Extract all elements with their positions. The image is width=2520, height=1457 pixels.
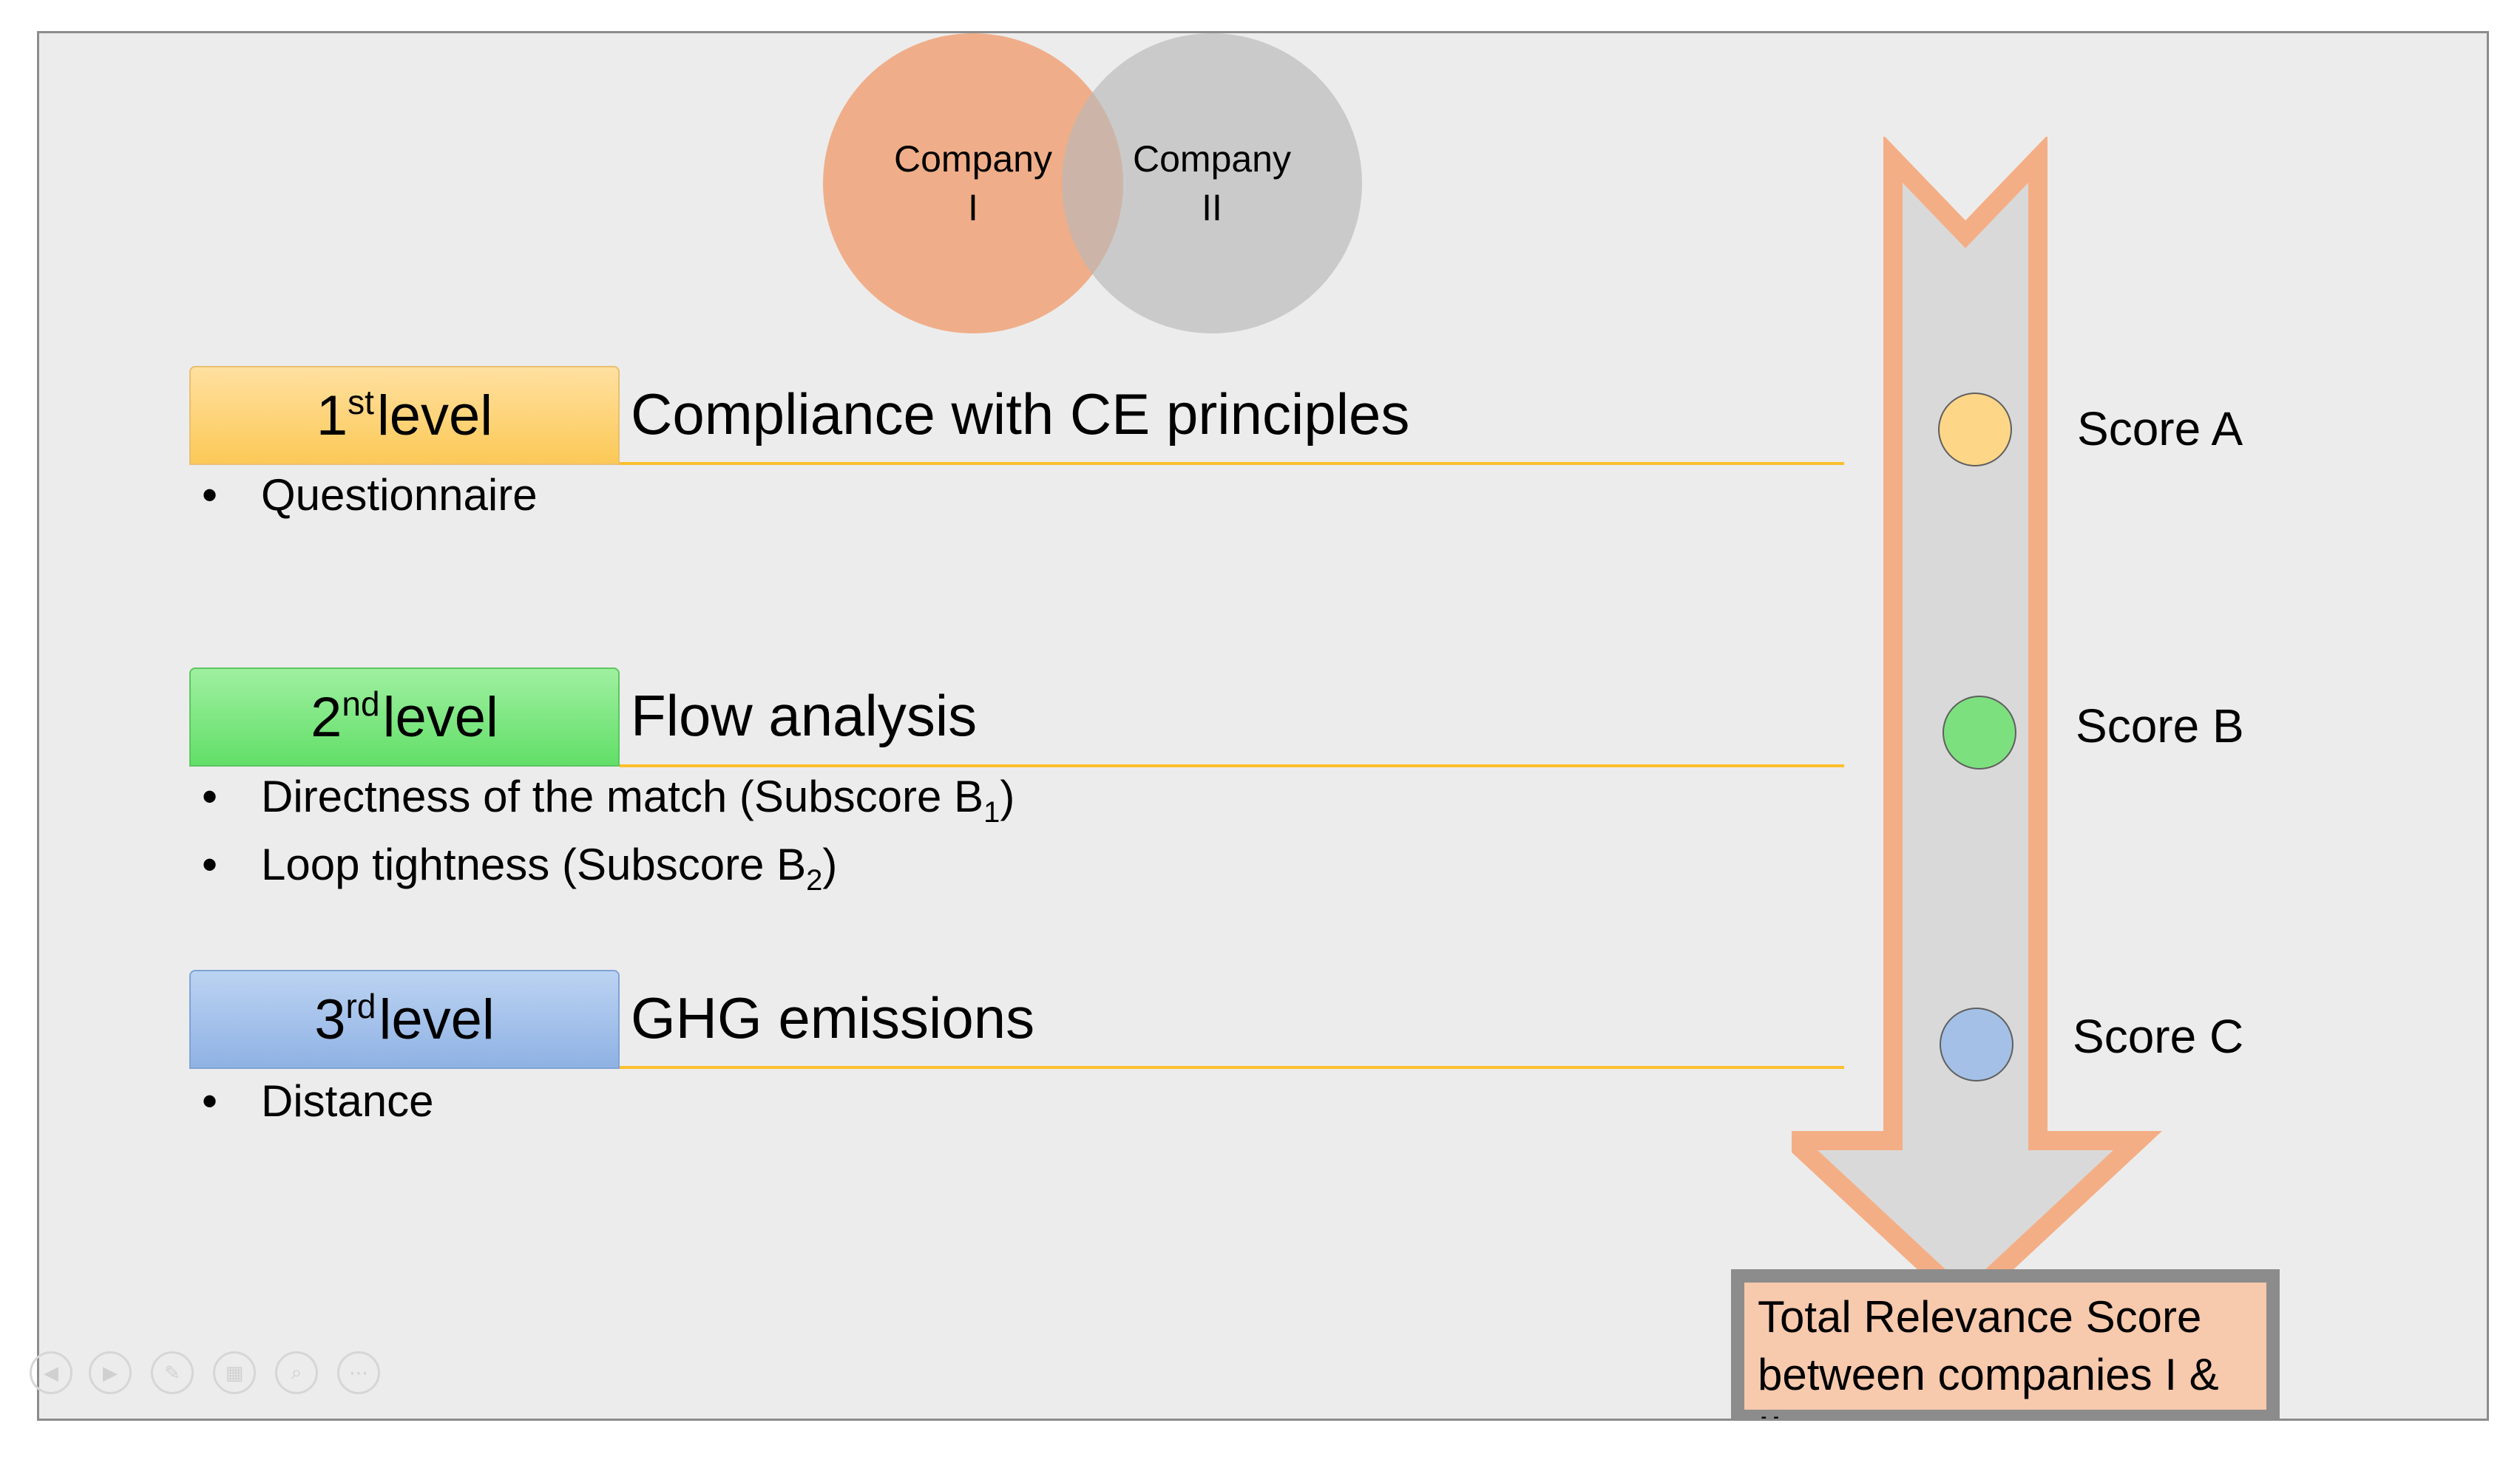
bullet-subscript: 2 — [806, 864, 823, 897]
level-1-number: 1 — [316, 384, 348, 447]
bullet-subscript: 1 — [983, 796, 1000, 829]
bullet-text: Distance — [261, 1076, 434, 1126]
level-1-suffix: st — [348, 383, 374, 421]
company-ii-circle: Company II — [1062, 33, 1362, 333]
company-ii-label-line1: Company — [1133, 138, 1291, 180]
next-icon[interactable]: ▶ — [89, 1351, 132, 1394]
score-b-label: Score B — [2076, 699, 2244, 753]
company-i-label-line2: I — [968, 187, 978, 228]
slides-icon[interactable]: ▦ — [213, 1351, 256, 1394]
bullet-tail: ) — [822, 840, 838, 889]
level-2-number: 2 — [311, 685, 342, 749]
level-3-bullet: •Distance — [202, 1076, 434, 1126]
bullet-text: Directness of the match (Subscore B — [261, 772, 984, 821]
level-1-rule — [620, 462, 1844, 465]
level-3-suffix: rd — [345, 987, 376, 1025]
score-b-dot — [1942, 696, 2016, 770]
bullet-text: Questionnaire — [261, 470, 538, 520]
company-ii-label-line2: II — [1202, 187, 1222, 228]
total-line-1: Total Relevance Score — [1758, 1292, 2202, 1342]
level-2-rule — [620, 764, 1844, 767]
level-1-bullet: •Questionnaire — [202, 470, 538, 520]
level-3-title: GHG emissions — [631, 985, 1035, 1050]
level-1-title: Compliance with CE principles — [631, 381, 1410, 446]
company-i-label-line1: Company — [894, 138, 1052, 180]
total-line-2: between companies I & II — [1758, 1350, 2219, 1419]
level-2-title: Flow analysis — [631, 683, 978, 748]
more-icon[interactable]: ⋯ — [337, 1351, 380, 1394]
bullet-text: Loop tightness (Subscore B — [261, 840, 807, 889]
level-1-word: level — [376, 384, 493, 447]
pen-icon[interactable]: ✎ — [151, 1351, 194, 1394]
zoom-icon[interactable]: ⌕ — [275, 1351, 318, 1394]
level-2-word: level — [382, 685, 498, 749]
level-2-bullet-1: •Directness of the match (Subscore B1) — [202, 772, 1015, 829]
score-a-label: Score A — [2077, 402, 2243, 455]
prev-icon[interactable]: ◀ — [30, 1351, 72, 1394]
score-c-dot — [1940, 1008, 2013, 1081]
total-relevance-score-box: Total Relevance Score between companies … — [1731, 1269, 2280, 1419]
level-2-suffix: nd — [342, 685, 380, 723]
level-2-bullet-2: •Loop tightness (Subscore B2) — [202, 840, 838, 897]
level-3-number: 3 — [314, 988, 346, 1051]
level-3-word: level — [379, 988, 495, 1051]
level-3-rule — [620, 1066, 1844, 1069]
score-a-dot — [1938, 393, 2012, 466]
bullet-tail: ) — [1000, 772, 1015, 821]
score-c-label: Score C — [2073, 1010, 2244, 1063]
